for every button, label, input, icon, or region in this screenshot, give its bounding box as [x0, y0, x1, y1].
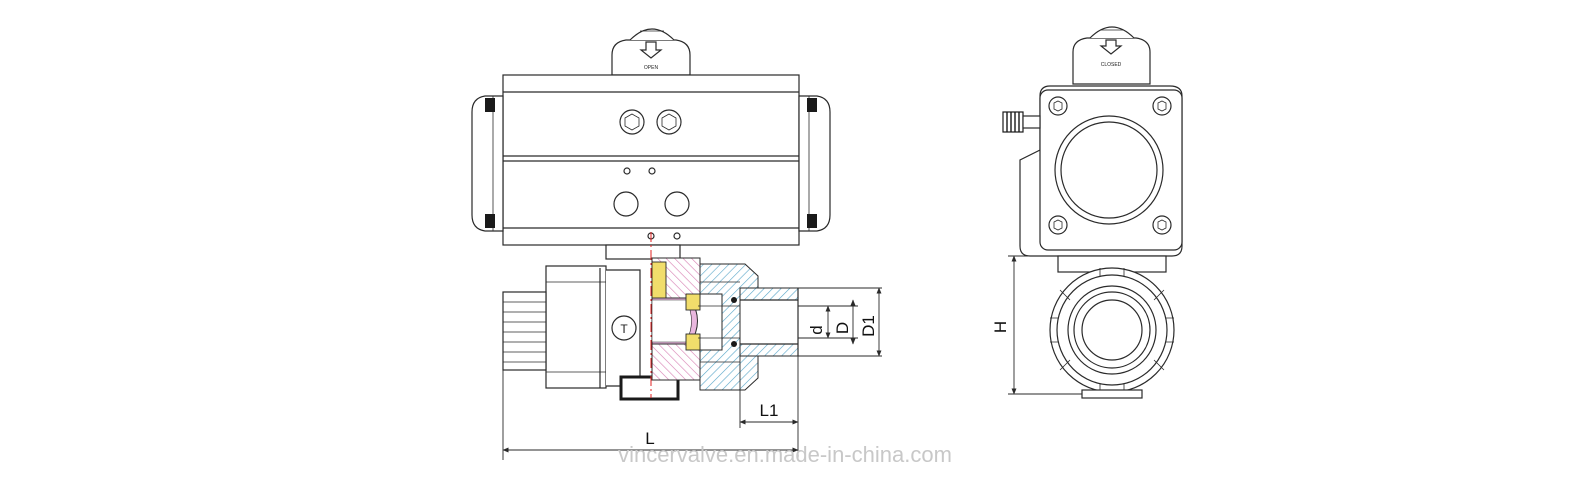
front-actuator	[471, 74, 831, 260]
dim-D-label: D	[833, 322, 852, 334]
side-actuator	[1002, 85, 1183, 273]
open-label: OPEN	[644, 65, 659, 71]
side-view: CLOSED	[991, 26, 1183, 399]
side-valve-end	[1049, 267, 1175, 399]
front-valve-section	[650, 232, 799, 398]
dim-L1-label: L1	[760, 401, 779, 420]
front-view: OPEN	[471, 28, 882, 460]
dim-H-label: H	[991, 321, 1010, 333]
dim-D1-label: D1	[859, 315, 878, 337]
closed-label: CLOSED	[1101, 62, 1122, 68]
dim-L-label: L	[645, 429, 654, 448]
svg-text:T: T	[620, 322, 628, 336]
dim-d-label: d	[807, 325, 826, 334]
front-dimensions: d D D1 L1 L	[502, 287, 882, 460]
side-position-indicator: CLOSED	[1072, 26, 1151, 85]
front-left-union: T	[502, 265, 680, 401]
side-dimensions: H	[991, 255, 1082, 395]
front-position-indicator: OPEN	[611, 28, 691, 76]
watermark: vincervalve.en.made-in-china.com	[618, 442, 952, 467]
